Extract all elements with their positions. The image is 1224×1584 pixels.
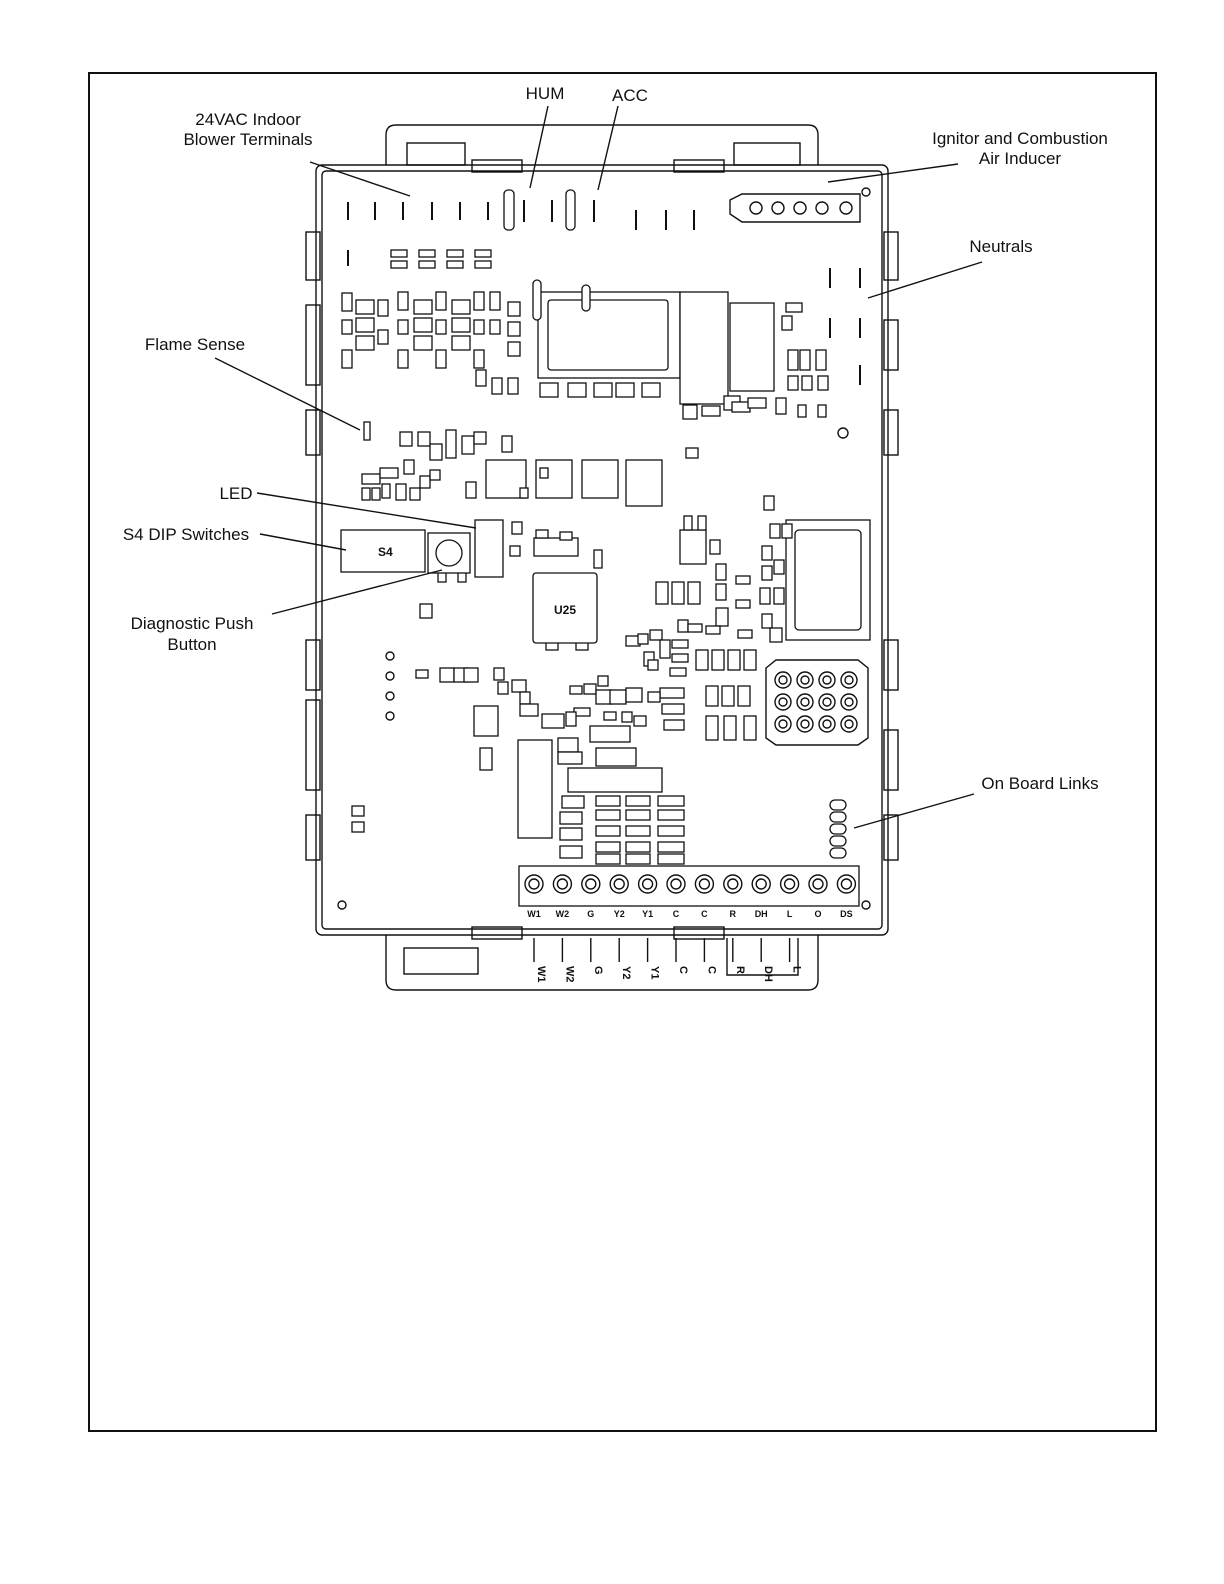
blower-terminals-label-line-1: 24VAC Indoor xyxy=(195,110,301,129)
wire-label: DH xyxy=(762,966,774,982)
diagnostic-push-button[interactable] xyxy=(428,533,470,573)
s4-dip-switch: S4 xyxy=(341,530,425,572)
dip-switches-label: S4 DIP Switches xyxy=(123,525,249,544)
wire-label: C xyxy=(705,966,717,974)
wire-label: W1 xyxy=(535,966,547,983)
ignitor-connector xyxy=(730,194,860,222)
hum-label: HUM xyxy=(526,84,565,103)
terminal-label: W1 xyxy=(527,909,541,919)
neutral-pins xyxy=(830,268,860,385)
wire-label: W2 xyxy=(563,966,575,983)
acc-label: ACC xyxy=(612,86,648,105)
wire-label: Y2 xyxy=(620,966,632,979)
on-board-links xyxy=(830,800,846,858)
wire-label: L xyxy=(791,966,803,973)
terminal-label: C xyxy=(673,909,680,919)
push-button-label-line-2: Button xyxy=(167,635,216,654)
neutrals-label: Neutrals xyxy=(969,237,1032,256)
u25-chip: U25 xyxy=(533,573,597,643)
thermostat-terminal-strip: W1 W2 G Y2 Y1 C C R DH L O DS xyxy=(519,866,859,919)
push-button-label-line-1: Diagnostic Push xyxy=(131,614,254,633)
terminal-label: R xyxy=(730,909,737,919)
terminal-label: G xyxy=(587,909,594,919)
chip-label: U25 xyxy=(554,603,576,617)
led-label: LED xyxy=(219,484,252,503)
terminal-label: Y2 xyxy=(614,909,625,919)
blower-terminals-label-line-2: Blower Terminals xyxy=(183,130,312,149)
wire-label: C xyxy=(677,966,689,974)
ignitor-label-line-1: Ignitor and Combustion xyxy=(932,129,1108,148)
ignitor-label-line-2: Air Inducer xyxy=(979,149,1062,168)
terminal-label: C xyxy=(701,909,708,919)
terminal-label: DH xyxy=(755,909,768,919)
terminal-label: O xyxy=(814,909,821,919)
dip-switch-label: S4 xyxy=(378,545,393,559)
thermostat-wire-leads: W1 W2 G Y2 Y1 C C R DH L xyxy=(534,938,803,983)
flame-sense-label: Flame Sense xyxy=(145,335,245,354)
callout-labels: 24VAC Indoor Blower Terminals HUM ACC Ig… xyxy=(123,84,1108,793)
wire-label: G xyxy=(592,966,604,975)
on-board-links-label: On Board Links xyxy=(981,774,1098,793)
terminal-label: W2 xyxy=(556,909,570,919)
twelve-pin-connector xyxy=(766,660,868,745)
led-indicator xyxy=(475,520,503,577)
wire-label: R xyxy=(734,966,746,974)
terminal-label: DS xyxy=(840,909,853,919)
terminal-label: Y1 xyxy=(642,909,653,919)
wire-label: Y1 xyxy=(649,966,661,979)
terminal-label: L xyxy=(787,909,793,919)
